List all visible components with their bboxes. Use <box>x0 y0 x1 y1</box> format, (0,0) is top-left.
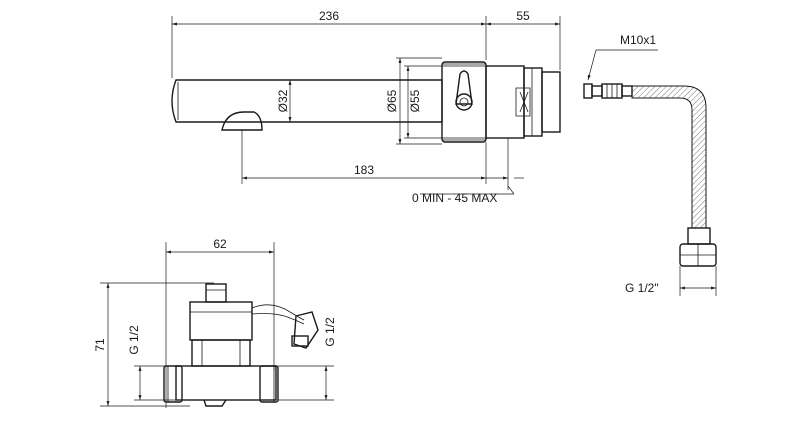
valve-width-label: 62 <box>213 237 227 251</box>
spout-outlet-label: 183 <box>354 163 374 177</box>
valve-assembly: 62 71 G 1/2 G 1/2 <box>93 237 337 408</box>
spout-tube <box>171 79 443 123</box>
inlet-left <box>163 365 183 403</box>
cable-connector <box>293 311 319 349</box>
flexible-hose: M10x1 G 1/2" <box>583 33 717 296</box>
spout-length-label: 236 <box>319 9 339 23</box>
solenoid-coil <box>189 301 253 341</box>
spout-outlet <box>221 111 263 131</box>
valve-height-label: 71 <box>93 338 107 352</box>
braided-hose-body <box>631 85 707 229</box>
wall-range-label: 0 MIN - 45 MAX <box>412 191 497 205</box>
spout-diameter-label: Ø32 <box>276 89 290 112</box>
valve-body <box>485 65 525 139</box>
spout-assembly: 236 55 Ø32 Ø65 Ø55 <box>171 9 561 205</box>
wall-flange <box>441 61 487 143</box>
lever-handle <box>455 70 473 105</box>
valve-inlet-right-label: G 1/2 <box>323 317 337 347</box>
body-depth-label: 55 <box>516 9 530 23</box>
hose-connection-label: G 1/2" <box>625 281 659 295</box>
valve-inlet-left-label: G 1/2 <box>127 325 141 355</box>
inlet-right <box>259 365 279 403</box>
hose-thread-label: M10x1 <box>620 33 656 47</box>
flange-diameter-label: Ø65 <box>385 89 399 112</box>
body-diameter-label: Ø55 <box>408 89 422 112</box>
